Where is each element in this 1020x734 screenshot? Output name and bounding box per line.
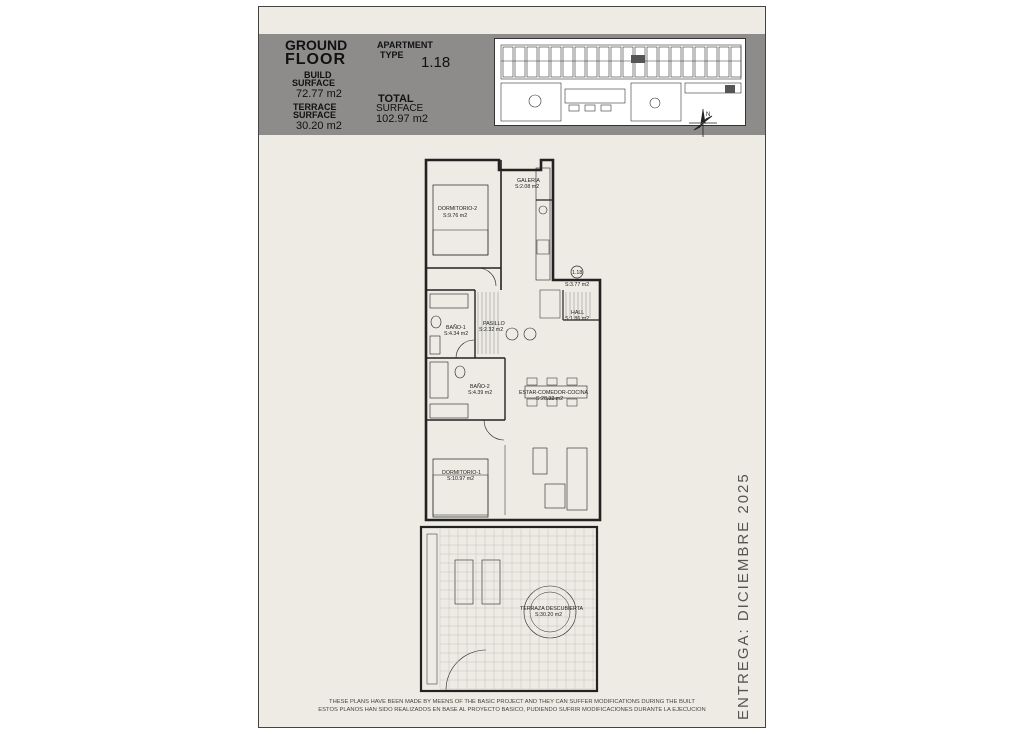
site-unit-block [502,46,514,78]
dormitorio2-name: DORMITORIO-2 [438,206,477,212]
site-unit-block [538,46,550,78]
build-surface-label-1: BUILD [304,70,332,80]
dormitorio2-area: S:9.76 m2 [443,213,467,219]
site-unit-block [526,46,538,78]
total-surface-label-1: TOTAL [378,93,414,105]
site-unit-block [682,46,694,78]
floor-title-line1: GROUND [285,37,348,53]
terrace-surface-value: 30.20 m2 [296,120,342,132]
site-unit-block [670,46,682,78]
total-surface-value: 102.97 m2 [376,113,428,125]
terraza-area: S:30.20 m2 [535,612,562,618]
site-unit-block [730,46,742,78]
pasillo-area: S:2.32 m2 [479,327,503,333]
disclaimer-english: THESE PLANS HAVE BEEN MADE BY MEENS OF T… [329,699,695,705]
site-unit-block [574,46,586,78]
site-unit-block [694,46,706,78]
type-label: TYPE [380,50,404,60]
estar-area: S:28.32 m2 [536,396,563,402]
site-unit-block [550,46,562,78]
site-unit-block [610,46,622,78]
delivery-date: ENTREGA: DICIEMBRE 2025 [735,472,752,720]
dormitorio1-name: DORMITORIO-1 [442,470,481,476]
compass-icon: N [689,109,717,137]
bano1-area: S:4.34 m2 [444,331,468,337]
porch-area: S:3.77 m2 [565,282,589,288]
site-unit-block [514,46,526,78]
unit-tag: 1.18 [572,270,582,276]
hall-name: HALL [571,310,584,316]
estar-name: ESTAR-COMEDOR-COCINA [519,390,589,396]
bano2-name: BAÑO-2 [470,383,490,390]
site-unit-block [646,46,658,78]
site-unit-block [598,46,610,78]
build-surface-value: 72.77 m2 [296,88,342,100]
pasillo-name: PASILLO [483,321,505,327]
floor-title-line2: FLOOR [285,51,346,68]
build-surface-label-2: SURFACE [292,78,336,88]
site-plan-thumbnail [494,38,746,126]
type-value: 1.18 [421,54,451,71]
site-unit-block [718,46,730,78]
site-unit-block [706,46,718,78]
site-unit-block [658,46,670,78]
terraza-name: TERRAZA DESCUBIERTA [520,606,584,612]
bano2-area: S:4.39 m2 [468,390,492,396]
compass-north-label: N [706,112,710,118]
site-unit-block [586,46,598,78]
terrace-surface-label-2: SURFACE [293,110,337,120]
total-surface-label-2: SURFACE [376,103,424,114]
bano1-name: BAÑO-1 [446,324,466,331]
dormitorio1-area: S:10.97 m2 [447,476,474,482]
hall-area: S:1.86 m2 [565,316,589,322]
terrace-surface-label-1: TERRACE [293,102,337,112]
apartment-label: APARTMENT [377,40,433,50]
galeria-area: S:2.08 m2 [515,184,539,190]
disclaimer-spanish: ESTOS PLANOS HAN SIDO REALIZADOS EN BASE… [318,707,706,713]
galeria-name: GALERIA [517,178,540,184]
site-unit-block [562,46,574,78]
